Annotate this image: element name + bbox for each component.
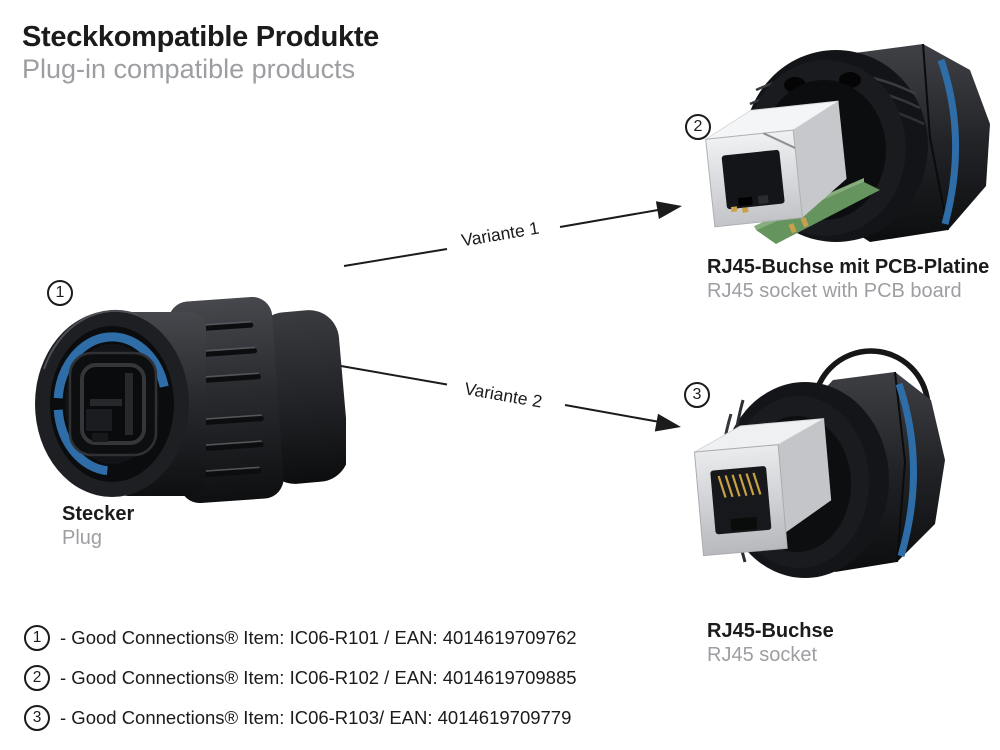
socket-pcb-caption: RJ45-Buchse mit PCB-Platine RJ45 socket … bbox=[707, 256, 989, 303]
product-marker-plug: 1 bbox=[47, 280, 73, 306]
product-marker-socket-number: 3 bbox=[692, 386, 702, 403]
plug-caption-english: Plug bbox=[62, 527, 103, 549]
socket-pcb-illustration bbox=[705, 43, 990, 244]
socket-caption-english: RJ45 socket bbox=[707, 644, 818, 666]
item-row-1-marker: 1 bbox=[24, 624, 50, 651]
product-marker-socket-pcb-number: 2 bbox=[693, 118, 703, 135]
socket-pcb-jack bbox=[705, 100, 847, 228]
item-row-1: 1 - Good Connections® Item: IC06-R101 / … bbox=[24, 624, 577, 651]
variant1-label: Variante 1 bbox=[459, 217, 541, 251]
item-row-3-number: 3 bbox=[32, 708, 42, 726]
plug-caption: Stecker Plug bbox=[62, 503, 134, 550]
product-marker-plug-number: 1 bbox=[55, 284, 65, 301]
item-row-2: 2 - Good Connections® Item: IC06-R102 / … bbox=[24, 664, 577, 691]
variant2-label: Variante 2 bbox=[462, 378, 544, 412]
plug-blue-ring bbox=[53, 332, 169, 476]
page-title-german: Steckkompatible Produkte bbox=[22, 21, 380, 53]
socket-pcb-caption-german: RJ45-Buchse mit PCB-Platine bbox=[707, 256, 990, 278]
socket-caption: RJ45-Buchse RJ45 socket bbox=[707, 620, 834, 667]
plug-caption-german: Stecker bbox=[62, 503, 135, 525]
socket-pcb-caption-english: RJ45 socket with PCB board bbox=[707, 280, 962, 302]
item-row-1-number: 1 bbox=[32, 628, 42, 646]
item-row-1-text: - Good Connections® Item: IC06-R101 / EA… bbox=[60, 626, 577, 648]
item-row-3-marker: 3 bbox=[24, 704, 50, 731]
item-row-3: 3 - Good Connections® Item: IC06-R103/ E… bbox=[24, 704, 571, 731]
product-marker-socket-pcb: 2 bbox=[685, 114, 711, 140]
item-row-2-text: - Good Connections® Item: IC06-R102 / EA… bbox=[60, 666, 577, 688]
socket-jack bbox=[693, 418, 832, 557]
item-row-3-text: - Good Connections® Item: IC06-R103/ EAN… bbox=[60, 706, 572, 728]
plug-illustration bbox=[35, 297, 346, 504]
item-row-2-number: 2 bbox=[32, 668, 42, 686]
socket-caption-german: RJ45-Buchse bbox=[707, 620, 834, 642]
page-title: Steckkompatible Produkte Plug-in compati… bbox=[22, 20, 379, 85]
plug-keyed-insert bbox=[68, 351, 158, 457]
product-marker-socket: 3 bbox=[684, 382, 710, 408]
plug-front-face bbox=[35, 309, 189, 497]
page-title-english: Plug-in compatible products bbox=[22, 54, 356, 84]
item-row-2-marker: 2 bbox=[24, 664, 50, 691]
socket-illustration bbox=[693, 348, 945, 578]
